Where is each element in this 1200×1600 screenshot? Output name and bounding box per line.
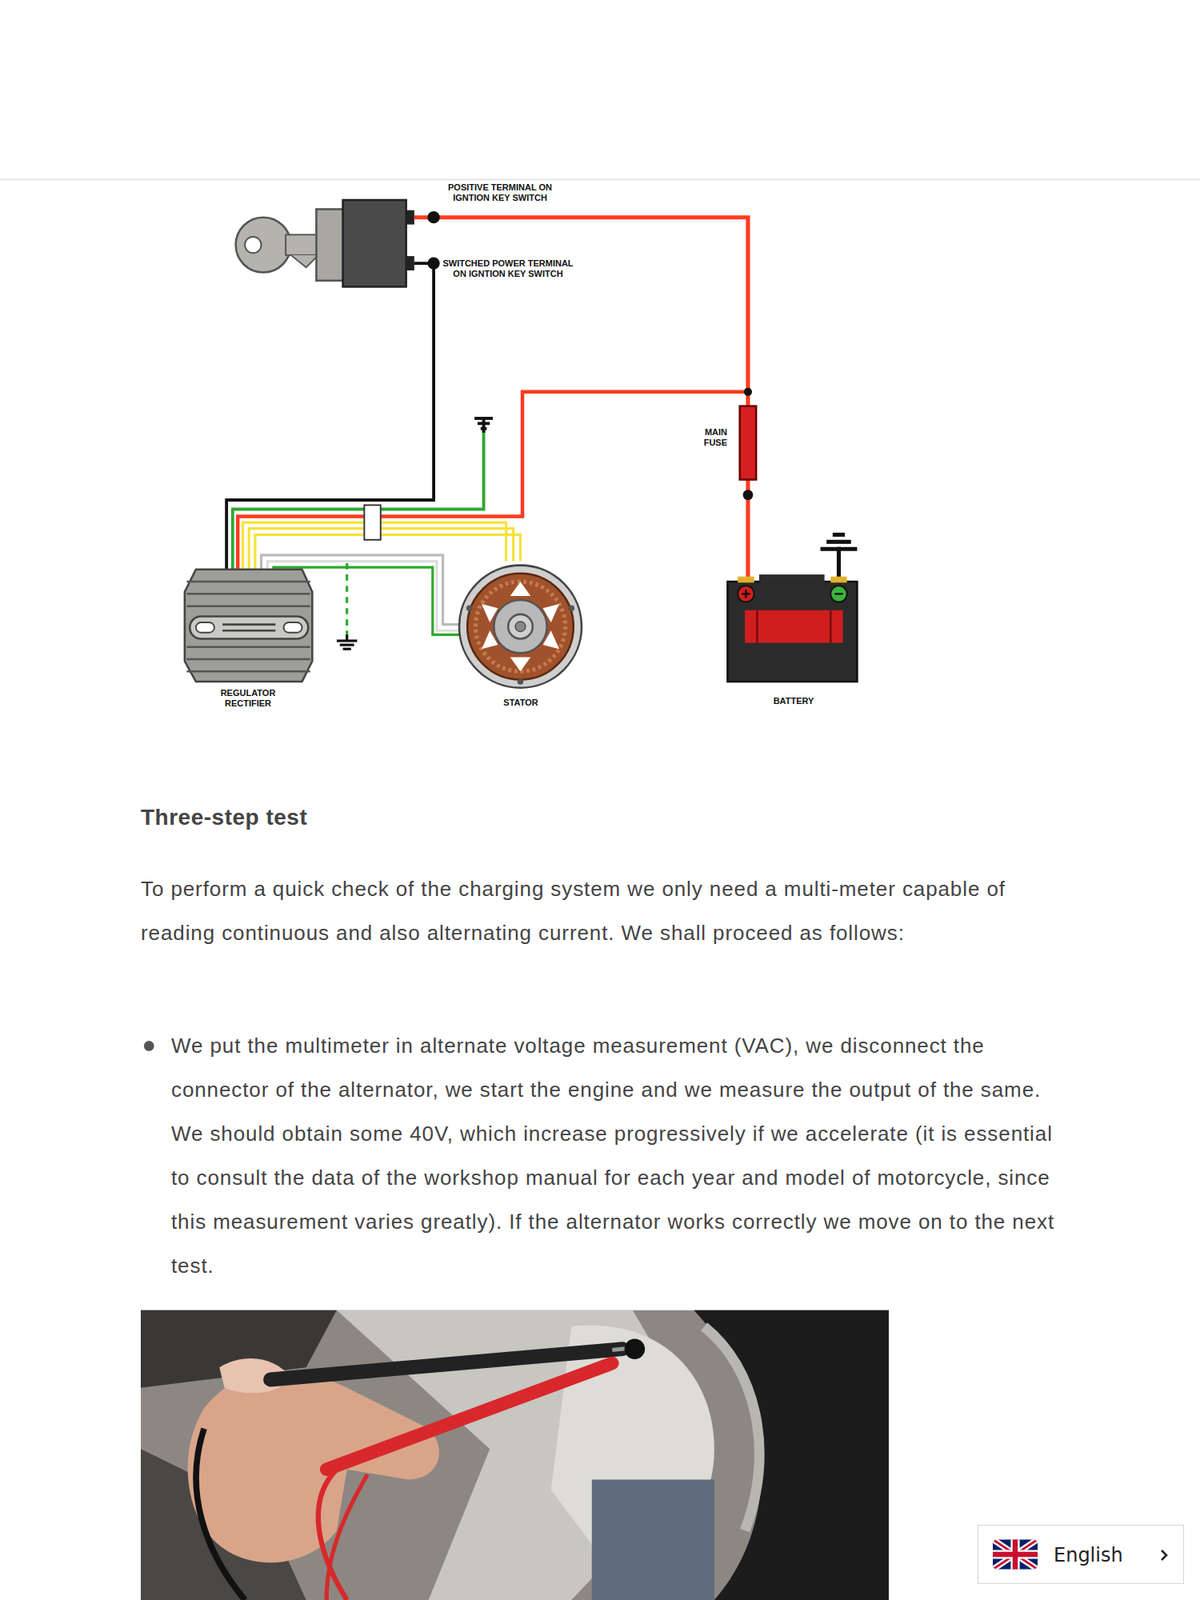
main-fuse — [740, 406, 756, 480]
ground-symbol — [820, 534, 858, 582]
terminal-label: POSITIVE TERMINAL ON IGNTION KEY SWITCH — [440, 182, 560, 204]
part-name: REGULATOR RECTIFIER — [216, 688, 280, 709]
multimeter-photo — [140, 1310, 889, 1600]
chevron-icon — [1159, 1548, 1169, 1562]
ignition-key-switch — [236, 200, 415, 287]
part-name: STATOR — [488, 697, 553, 708]
part-name: BATTERY — [761, 696, 826, 707]
language-button: English — [977, 1524, 1184, 1584]
ground-symbol — [336, 634, 358, 649]
bullet-text: We put the multimeter in alternate volta… — [171, 1024, 1069, 1288]
fuse-label: MAIN FUSE — [695, 427, 728, 448]
uk-flag-icon — [992, 1538, 1038, 1571]
regulator-rectifier — [184, 569, 312, 682]
language-name: English — [1053, 1544, 1124, 1567]
battery — [727, 574, 857, 682]
stator — [459, 565, 582, 688]
bullet-dot — [144, 1040, 155, 1052]
intro-paragraph: To perform a quick check of the charging… — [140, 867, 1063, 956]
section-heading: Three-step test — [140, 804, 308, 831]
terminal-label: SWITCHED POWER TERMINAL ON IGNTION KEY S… — [439, 258, 577, 280]
connector-block — [364, 504, 380, 540]
ground-symbol — [474, 418, 493, 433]
header-rule — [0, 179, 1200, 180]
